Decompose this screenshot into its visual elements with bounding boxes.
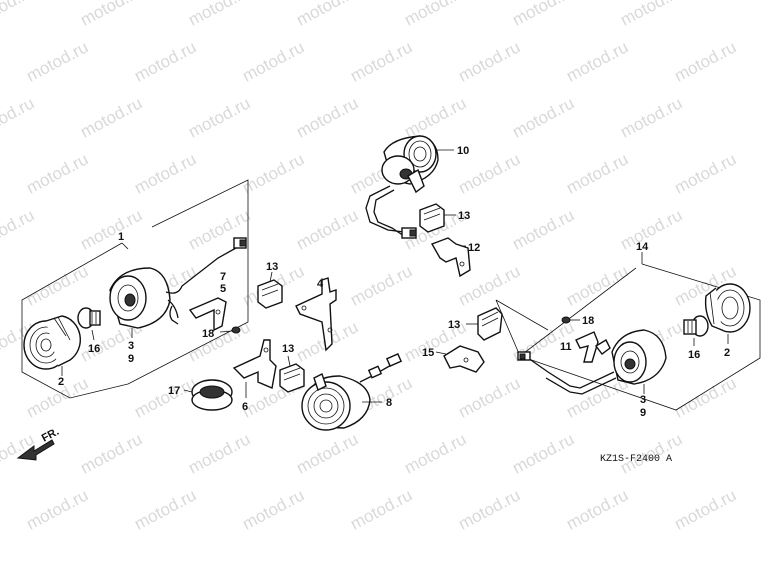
- callout-11: 11: [560, 341, 572, 353]
- callout-5: 5: [220, 283, 226, 295]
- callout-10: 10: [457, 145, 469, 157]
- bulb-right: [683, 315, 709, 337]
- bracket-11: [575, 331, 611, 363]
- callout-13-b: 13: [282, 343, 294, 355]
- callout-13-d: 13: [448, 319, 460, 331]
- bracket-6: [232, 339, 277, 389]
- rubber-13-a: [257, 279, 283, 309]
- bracket-15: [443, 345, 485, 373]
- callout-8: 8: [386, 397, 392, 409]
- bolt-18-right: [561, 316, 580, 324]
- rubber-13-b: [279, 363, 305, 393]
- callout-17: 17: [168, 385, 180, 397]
- callout-9-left: 9: [128, 353, 134, 365]
- front-arrow-icon: [16, 439, 55, 461]
- callout-1: 1: [118, 231, 124, 243]
- callout-6: 6: [242, 401, 248, 413]
- lens-left: [23, 315, 81, 370]
- callout-13-a: 13: [266, 261, 278, 273]
- bulb-left: [77, 307, 101, 329]
- front-marker: FR.: [40, 426, 61, 445]
- callout-4: 4: [317, 278, 324, 290]
- callout-7: 7: [220, 271, 226, 283]
- signal-8: [301, 352, 403, 431]
- callout-14: 14: [636, 241, 649, 253]
- housing-right: [517, 329, 667, 395]
- housing-left: [109, 237, 247, 329]
- grommet-17: [191, 379, 233, 411]
- group-1-outline: [21, 179, 249, 399]
- callout-2-right: 2: [724, 347, 730, 359]
- callout-3-left: 3: [128, 340, 134, 352]
- callout-2-left: 2: [58, 376, 64, 388]
- callout-18-right: 18: [582, 315, 594, 327]
- diagram-code: KZ1S-F2400 A: [600, 454, 672, 465]
- bracket-12: [430, 237, 471, 278]
- callout-16-left: 16: [88, 343, 100, 355]
- bracket-5: [188, 297, 227, 332]
- callout-12: 12: [468, 242, 480, 254]
- callout-18-left: 18: [202, 328, 214, 340]
- callout-15: 15: [422, 347, 434, 359]
- rubber-13-c: [419, 203, 445, 233]
- callout-3-right: 3: [640, 394, 646, 406]
- signal-10: [365, 135, 439, 239]
- leader-13-d: [495, 299, 549, 331]
- callout-16-right: 16: [688, 349, 700, 361]
- rubber-13-d: [477, 307, 503, 341]
- callout-13-c: 13: [458, 210, 470, 222]
- bolt-18-left: [219, 326, 241, 334]
- lens-right: [704, 283, 751, 333]
- callout-9-right: 9: [640, 407, 646, 419]
- leader-13-d-2: [495, 299, 521, 357]
- bracket-4: [295, 277, 337, 352]
